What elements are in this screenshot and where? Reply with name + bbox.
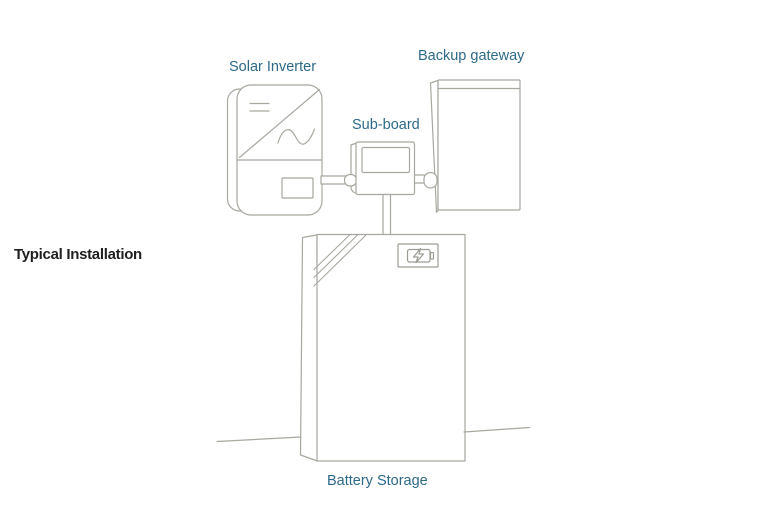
dc-symbol-icon — [249, 102, 270, 112]
backup-gateway-label: Backup gateway — [418, 48, 525, 64]
cable-subboard-to-battery — [382, 193, 392, 237]
sub-board-label: Sub-board — [352, 117, 420, 133]
battery-corner-hatching — [313, 234, 367, 287]
ac-sine-wave-icon — [277, 128, 316, 145]
sub-board-body — [355, 141, 416, 196]
backup-gateway-illustration — [429, 79, 521, 214]
lightning-bolt-icon — [412, 247, 425, 264]
backup-gateway-body — [437, 79, 521, 211]
solar-inverter-port — [281, 177, 314, 199]
battery-storage-label: Battery Storage — [327, 473, 428, 489]
page-title: Typical Installation — [14, 246, 142, 263]
sub-board-illustration — [343, 141, 416, 196]
ground-line-left — [216, 436, 302, 443]
battery-storage-illustration — [299, 233, 466, 462]
battery-charging-icon — [397, 243, 439, 268]
solar-inverter-diagonal — [238, 88, 321, 159]
subboard-cable-socket — [343, 173, 358, 187]
backup-gateway-side-panel — [429, 79, 439, 214]
sub-board-screen — [361, 146, 411, 174]
solar-inverter-label: Solar Inverter — [229, 59, 317, 75]
ground-line-right — [463, 426, 531, 433]
solar-inverter-illustration — [226, 84, 323, 216]
gateway-cable-socket — [423, 171, 438, 189]
battery-body — [316, 233, 466, 462]
